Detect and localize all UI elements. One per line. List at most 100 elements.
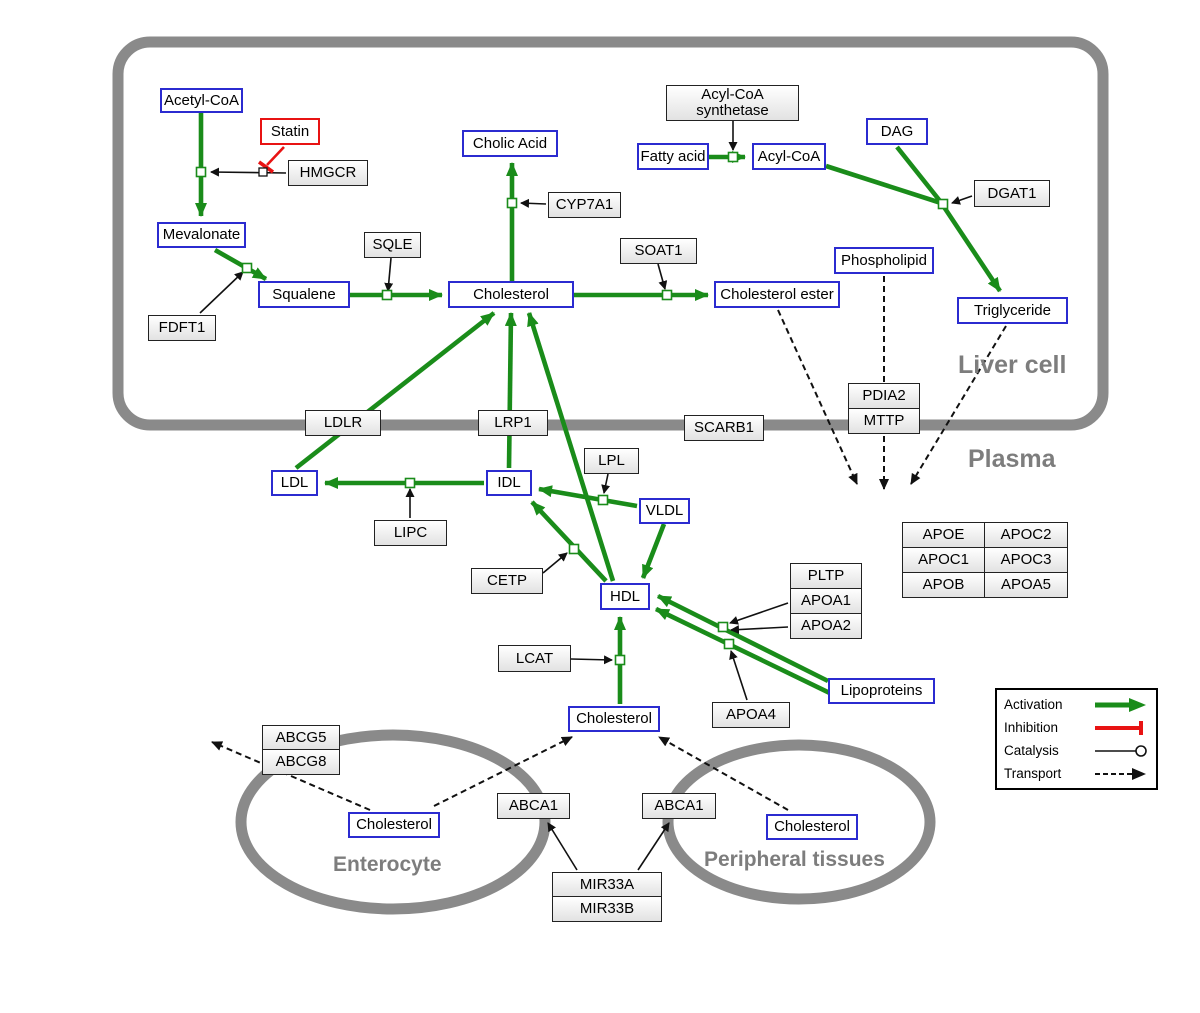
node-acyl-coa[interactable]: Acyl-CoA — [752, 143, 826, 170]
edge-dgat1-triglyceride — [942, 205, 1002, 293]
node-pdia2[interactable]: PDIA2 — [848, 383, 920, 409]
legend-inhibition-row: Inhibition — [997, 720, 1156, 736]
node-apob[interactable]: APOB — [902, 572, 985, 598]
node-dag[interactable]: DAG — [866, 118, 928, 145]
edge-statin-inhibition — [266, 146, 285, 166]
node-soat1[interactable]: SOAT1 — [620, 238, 697, 264]
node-dgat1[interactable]: DGAT1 — [974, 180, 1050, 207]
edge-mevalonate-squalene — [213, 248, 268, 281]
transport-dashed-arrow-icon — [1095, 767, 1146, 780]
node-ldl[interactable]: LDL — [271, 470, 318, 496]
node-cetp[interactable]: CETP — [471, 568, 543, 594]
reaction-anchor — [661, 289, 673, 301]
node-apoa4[interactable]: APOA4 — [712, 702, 790, 728]
node-apoa5[interactable]: APOA5 — [984, 572, 1068, 598]
node-apoa2[interactable]: APOA2 — [790, 613, 862, 639]
node-mttp[interactable]: MTTP — [848, 408, 920, 434]
node-mir33b[interactable]: MIR33B — [552, 896, 662, 922]
legend-transport-label: Transport — [1004, 766, 1062, 781]
edge-acylcoa-dgat1-junction — [825, 163, 942, 206]
edge-lipoproteins-hdl-1 — [656, 593, 830, 684]
node-hmgcr[interactable]: HMGCR — [288, 160, 368, 186]
node-abca1-left[interactable]: ABCA1 — [497, 793, 570, 819]
edge-peripheral-cholesterol-abca1-efflux — [658, 736, 789, 811]
node-cyp7a1[interactable]: CYP7A1 — [548, 192, 621, 218]
edge-hmgcr-catalysis — [210, 167, 287, 177]
liver-cell-label: Liver cell — [958, 351, 1067, 379]
node-acetyl-coa[interactable]: Acetyl-CoA — [160, 88, 243, 113]
legend-catalysis-label: Catalysis — [1004, 743, 1059, 758]
node-cholesterol-plasma[interactable]: Cholesterol — [568, 706, 660, 732]
node-apoc2[interactable]: APOC2 — [984, 522, 1068, 548]
inhibition-tbar-icon — [1095, 720, 1143, 735]
node-triglyceride[interactable]: Triglyceride — [957, 297, 1068, 324]
node-apoc1[interactable]: APOC1 — [902, 547, 985, 573]
node-apoe[interactable]: APOE — [902, 522, 985, 548]
node-sqle[interactable]: SQLE — [364, 232, 421, 258]
node-lipc[interactable]: LIPC — [374, 520, 447, 546]
edge-lcat-catalysis — [570, 655, 613, 665]
reaction-anchor — [381, 289, 393, 301]
reaction-anchor — [614, 654, 626, 666]
edge-cholesterolester-plasma-transport — [777, 309, 858, 485]
edge-cetp-catalysis — [542, 552, 568, 574]
enterocyte-label: Enterocyte — [333, 853, 442, 876]
node-cholesterol-liver[interactable]: Cholesterol — [448, 281, 574, 308]
node-scarb1[interactable]: SCARB1 — [684, 415, 764, 441]
reaction-anchor — [717, 621, 729, 633]
edge-apoa2-catalysis — [730, 625, 789, 635]
node-lipoproteins[interactable]: Lipoproteins — [828, 678, 935, 704]
legend-catalysis-row: Catalysis — [997, 743, 1156, 759]
reaction-anchor — [937, 198, 949, 210]
node-lcat[interactable]: LCAT — [498, 645, 571, 672]
edge-enterocyte-cholesterol-abcg-efflux — [211, 741, 371, 811]
legend-activation-label: Activation — [1004, 697, 1063, 712]
node-lpl[interactable]: LPL — [584, 448, 639, 474]
edge-lpl-catalysis — [601, 473, 611, 494]
reaction-anchor — [506, 197, 518, 209]
node-cholic-acid[interactable]: Cholic Acid — [462, 130, 558, 157]
node-hdl[interactable]: HDL — [600, 583, 650, 610]
node-cholesterol-peripheral[interactable]: Cholesterol — [766, 814, 858, 840]
peripheral-tissues-membrane — [662, 739, 936, 905]
node-fdft1[interactable]: FDFT1 — [148, 315, 216, 341]
node-abca1-right[interactable]: ABCA1 — [642, 793, 716, 819]
edge-enterocyte-cholesterol-abca1-efflux — [433, 736, 573, 807]
node-acyl-coa-synthetase[interactable]: Acyl-CoA synthetase — [666, 85, 799, 121]
edge-ldl-ldlr-cholesterol — [294, 311, 496, 470]
node-phospholipid[interactable]: Phospholipid — [834, 247, 934, 274]
edge-triglyceride-plasma-transport — [910, 325, 1007, 485]
legend-transport-row: Transport — [997, 766, 1156, 782]
catalysis-circle-icon — [1095, 744, 1147, 757]
legend-inhibition-label: Inhibition — [1004, 720, 1059, 735]
edge-vldl-hdl — [640, 523, 667, 579]
node-idl[interactable]: IDL — [486, 470, 532, 496]
node-abcg8[interactable]: ABCG8 — [262, 749, 340, 775]
legend: Activation Inhibition Catalysis Transpor… — [995, 688, 1158, 790]
edge-apoa1-catalysis — [729, 602, 789, 625]
plasma-label: Plasma — [968, 445, 1056, 473]
node-squalene[interactable]: Squalene — [258, 281, 350, 308]
node-mir33a[interactable]: MIR33A — [552, 872, 662, 897]
node-abcg5[interactable]: ABCG5 — [262, 725, 340, 750]
node-statin[interactable]: Statin — [260, 118, 320, 145]
node-vldl[interactable]: VLDL — [639, 498, 690, 524]
node-apoa1[interactable]: APOA1 — [790, 588, 862, 614]
node-fatty-acid[interactable]: Fatty acid — [637, 143, 709, 170]
node-pltp[interactable]: PLTP — [790, 563, 862, 589]
node-apoc3[interactable]: APOC3 — [984, 547, 1068, 573]
node-ldlr[interactable]: LDLR — [305, 410, 381, 436]
node-cholesterol-ester[interactable]: Cholesterol ester — [714, 281, 840, 308]
node-lrp1[interactable]: LRP1 — [478, 410, 548, 436]
liver-cell-membrane — [112, 36, 1109, 431]
edge-dag-dgat1-junction — [895, 145, 942, 203]
node-cholesterol-enterocyte[interactable]: Cholesterol — [348, 812, 440, 838]
edge-lipoproteins-hdl-2 — [654, 606, 840, 700]
edge-dgat1-catalysis — [951, 195, 973, 205]
edge-soat1-catalysis — [657, 263, 668, 290]
node-mevalonate[interactable]: Mevalonate — [157, 222, 246, 248]
reaction-anchor — [727, 151, 739, 163]
reaction-anchor — [723, 638, 735, 650]
